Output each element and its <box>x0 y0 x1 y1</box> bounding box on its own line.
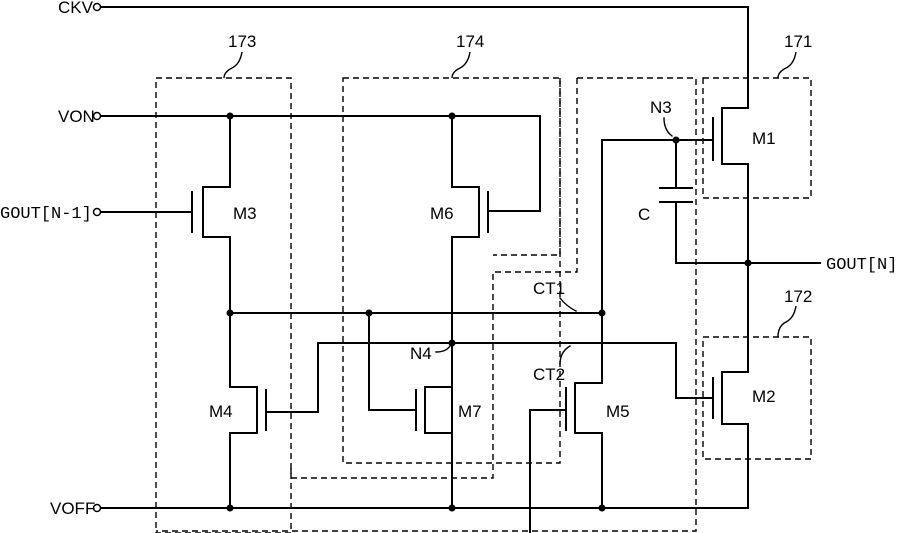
block-172-leader <box>778 306 796 337</box>
von-rail <box>100 116 540 211</box>
junction-dot <box>599 310 606 317</box>
block-173-outline <box>156 78 291 533</box>
block-171-label: 171 <box>784 32 812 51</box>
n4-leader <box>436 346 450 352</box>
junction-dot <box>673 137 680 144</box>
junction-dot <box>449 113 456 120</box>
junction-dot <box>449 505 456 512</box>
m1-channel <box>722 108 748 263</box>
m7-gate-wire <box>369 313 416 410</box>
von-label: VON <box>58 107 95 126</box>
m1-label: M1 <box>752 129 776 148</box>
voff-label: VOFF <box>50 499 95 518</box>
gout-prev-terminal <box>94 209 101 216</box>
block-174-outline-step <box>493 78 560 255</box>
block-171-leader <box>778 52 796 78</box>
m7-label: M7 <box>458 402 482 421</box>
m3-channel <box>203 116 230 315</box>
m4-label: M4 <box>209 402 233 421</box>
block-173-label: 173 <box>228 32 256 51</box>
block-172-label: 172 <box>784 287 812 306</box>
block-174-leader <box>452 52 470 78</box>
block-173-leader <box>224 52 242 78</box>
ct2-leader <box>560 346 570 364</box>
block-175-outline-inner <box>291 78 577 478</box>
ckv-terminal <box>94 4 101 11</box>
ct1-label: CT1 <box>533 279 565 298</box>
junction-dot <box>227 113 234 120</box>
block-174-label: 174 <box>456 32 484 51</box>
junction-dot <box>227 505 234 512</box>
m5-label: M5 <box>606 402 630 421</box>
junction-dot <box>366 310 373 317</box>
m2-channel <box>722 263 748 508</box>
ct2-label: CT2 <box>533 365 565 384</box>
n3-label: N3 <box>650 98 672 117</box>
n3-leader <box>664 118 672 136</box>
cap-bottom-lead <box>676 202 748 263</box>
m7-channel-stub <box>425 387 452 433</box>
ckv-label: CKV <box>58 0 94 17</box>
junction-dot <box>227 310 234 317</box>
junction-dot <box>599 505 606 512</box>
n4-label: N4 <box>410 344 432 363</box>
ckv-rail <box>100 7 748 108</box>
m2-label: M2 <box>752 387 776 406</box>
capacitor-label: C <box>638 205 650 224</box>
ct1-leader <box>560 298 576 311</box>
m4-channel <box>230 315 257 508</box>
m5-gate-wire <box>530 410 566 533</box>
junction-dot <box>745 260 752 267</box>
gout-n-label: GOUT[N] <box>826 256 897 275</box>
gout-prev-label: GOUT[N-1] <box>0 205 92 224</box>
ct2-wire <box>266 343 713 412</box>
m3-label: M3 <box>233 204 257 223</box>
m6-label: M6 <box>430 204 454 223</box>
m5-channel <box>575 140 602 508</box>
